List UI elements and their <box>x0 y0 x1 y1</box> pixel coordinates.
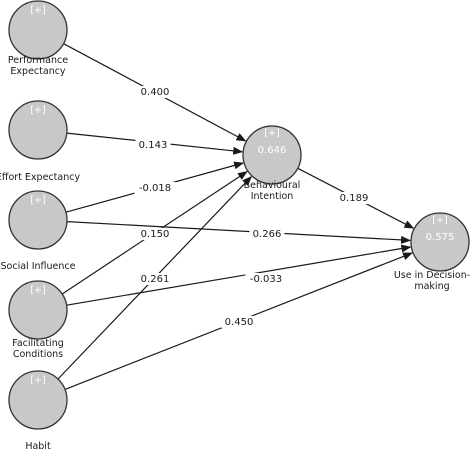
path-coefficient: 0.400 <box>141 87 170 98</box>
r-squared-value: 0.646 <box>258 145 287 156</box>
construct-circle[interactable] <box>8 0 68 60</box>
construct-label: Performance <box>8 55 68 66</box>
edge-label-pe-bi: 0.400 <box>137 86 173 98</box>
edge-label-background <box>137 273 173 285</box>
path-coefficient: 0.189 <box>340 193 369 204</box>
edge-label-ee-bi: 0.143 <box>135 139 171 151</box>
path-coefficient: 0.450 <box>225 317 254 328</box>
edge-label-background <box>134 182 176 194</box>
edge-label-background <box>137 228 173 240</box>
path-coefficient: 0.143 <box>139 140 168 151</box>
edge-si-to-ud <box>66 221 411 244</box>
construct-circle[interactable] <box>410 212 470 272</box>
path-coefficient: 0.266 <box>253 229 282 240</box>
construct-label: Facilitating <box>12 338 64 349</box>
path-coefficient: -0.018 <box>139 183 171 194</box>
expand-toggle[interactable]: [+] <box>30 105 45 116</box>
construct-node-hb[interactable]: [+] Habit <box>8 370 68 450</box>
expand-toggle[interactable]: [+] <box>30 285 45 296</box>
edge-label-background <box>135 139 171 151</box>
edge-label-bi-ud: 0.189 <box>336 192 372 204</box>
expand-toggle[interactable]: [+] <box>30 195 45 206</box>
construct-circle[interactable] <box>8 280 68 340</box>
expand-toggle[interactable]: [+] <box>30 5 45 16</box>
edge-label-fc-ud: -0.033 <box>245 273 287 285</box>
edge-label-background <box>137 86 173 98</box>
path-coefficient: -0.033 <box>250 274 282 285</box>
expand-toggle[interactable]: [+] <box>432 215 447 226</box>
edge-label-fc-bi: 0.150 <box>137 228 173 240</box>
edge-label-hb-ud: 0.450 <box>221 316 257 328</box>
construct-label: Intention <box>251 191 294 202</box>
r-squared-value: 0.575 <box>426 232 455 243</box>
construct-circle[interactable] <box>8 100 68 160</box>
construct-node-ee[interactable]: [+] Effort Expectancy <box>0 100 80 183</box>
construct-label: Use in Decision- <box>394 270 470 281</box>
construct-label: making <box>414 281 449 292</box>
construct-label: Expectancy <box>10 66 66 77</box>
construct-circle[interactable] <box>8 370 68 430</box>
edge-label-background <box>221 316 257 328</box>
construct-circle[interactable] <box>8 190 68 250</box>
construct-label: Behavioural <box>244 180 301 191</box>
construct-label: Habit <box>25 441 51 450</box>
construct-label: Conditions <box>13 349 63 360</box>
edge-fc-to-ud <box>66 244 412 306</box>
edge-label-hb-bi: 0.261 <box>137 273 173 285</box>
edge-label-background <box>245 273 287 285</box>
edge-label-background <box>249 228 285 240</box>
path-coefficient: 0.261 <box>141 274 170 285</box>
edge-label-si-ud: 0.266 <box>249 228 285 240</box>
edge-label-si-bi: -0.018 <box>134 182 176 194</box>
construct-node-si[interactable]: [+] Social Influence <box>1 190 76 272</box>
expand-toggle[interactable]: [+] <box>30 375 45 386</box>
edge-label-background <box>336 192 372 204</box>
construct-circle[interactable] <box>242 125 302 185</box>
edges-layer <box>57 43 415 390</box>
path-coefficient: 0.150 <box>141 229 170 240</box>
edge-labels-layer: 0.400 0.143 -0.018 0.150 0.261 0.189 0.266 -0.0… <box>134 86 372 328</box>
construct-label: Effort Expectancy <box>0 172 80 183</box>
expand-toggle[interactable]: [+] <box>264 128 279 139</box>
construct-label: Social Influence <box>1 261 76 272</box>
